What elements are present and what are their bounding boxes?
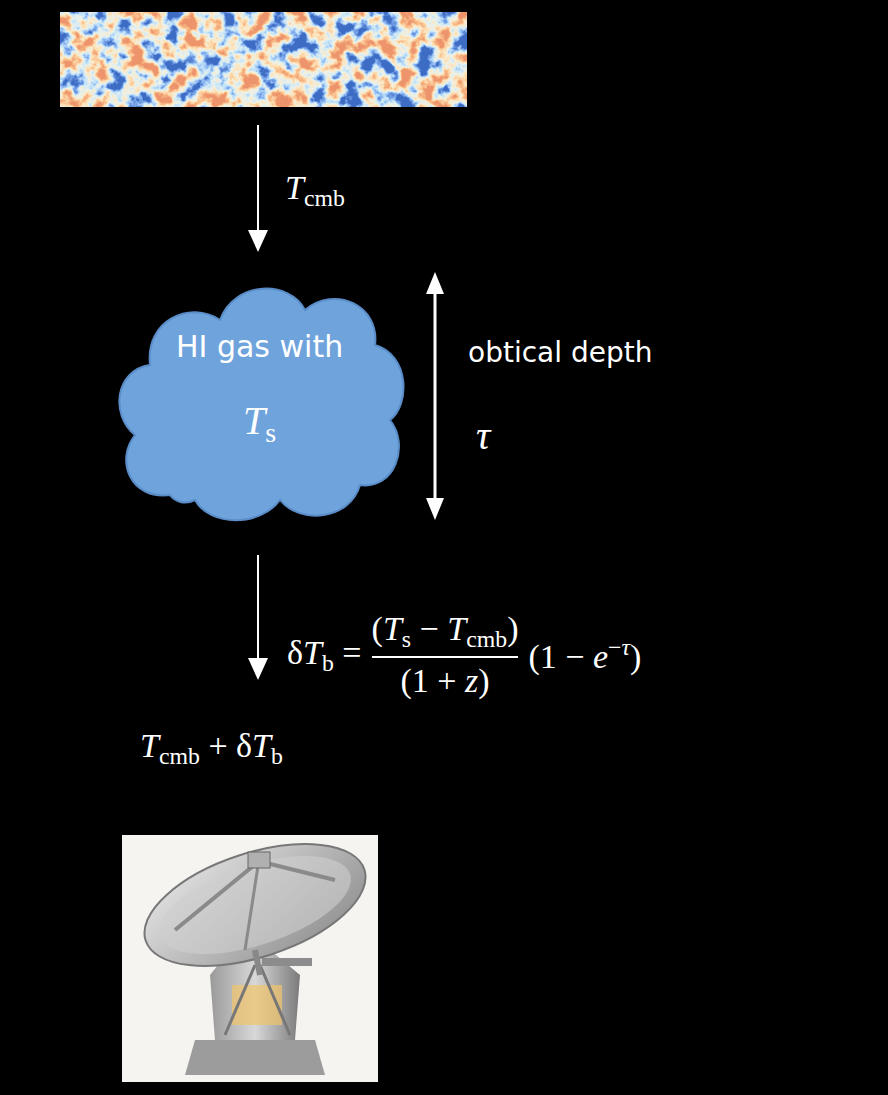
text-run: z <box>465 662 478 699</box>
text-run: − <box>411 610 447 647</box>
fraction: (Ts − Tcmb)(1 + z) <box>372 609 519 702</box>
text-run: HI gas with <box>176 329 343 364</box>
text-run: ) <box>630 638 641 675</box>
text-run: ) <box>507 610 518 647</box>
label-text: obtical depth <box>468 336 652 370</box>
text-run: (1 − <box>528 638 593 675</box>
double-arrow <box>426 272 444 520</box>
formula-denominator: (1 + z) <box>400 661 489 702</box>
text-run: (1 + <box>400 662 465 699</box>
text-run: cmb <box>159 743 200 769</box>
text-run: s <box>402 626 411 652</box>
text-run: + δ <box>200 727 252 764</box>
cloud-outline <box>110 265 410 527</box>
text-run: cmb <box>466 626 507 652</box>
text-run: T <box>285 169 304 206</box>
temperature-label: Tcmb <box>285 168 345 212</box>
text-run: b <box>322 650 334 676</box>
text-run: cmb <box>304 185 345 211</box>
arrow <box>248 555 268 680</box>
node-symbol: Ts <box>243 397 276 449</box>
formula-part: (1 − e−τ) <box>528 633 641 678</box>
cloud-shape <box>119 289 403 521</box>
text-run: b <box>271 743 283 769</box>
text-run: T <box>447 610 466 647</box>
text-run: T <box>140 727 159 764</box>
text-run: T <box>303 634 322 671</box>
text-run: obtical depth <box>468 336 652 369</box>
fraction-bar <box>372 656 519 658</box>
temperature-label: Tcmb + δTb <box>140 726 283 770</box>
formula-numerator: (Ts − Tcmb) <box>372 609 519 653</box>
text-run: δ <box>287 634 303 671</box>
arrow <box>248 125 268 252</box>
formula: δTb =(Ts − Tcmb)(1 + z)(1 − e−τ) <box>287 609 641 702</box>
text-run: s <box>265 417 276 448</box>
tau-symbol: τ <box>476 412 490 460</box>
text-run: e <box>593 638 608 675</box>
cmb-map <box>60 12 467 107</box>
formula-part: δTb = <box>287 633 362 677</box>
gas-cloud: HI gas withTs <box>110 265 410 527</box>
text-run: T <box>243 398 265 443</box>
text-run: ) <box>478 662 489 699</box>
text-run: τ <box>622 634 631 660</box>
text-run: T <box>383 610 402 647</box>
node-text: HI gas with <box>176 329 343 365</box>
text-run: = <box>334 634 362 671</box>
text-run: T <box>252 727 271 764</box>
text-run: − <box>608 634 621 660</box>
text-run: τ <box>476 413 490 458</box>
radio-telescope <box>122 820 380 1082</box>
text-run: ( <box>372 610 383 647</box>
